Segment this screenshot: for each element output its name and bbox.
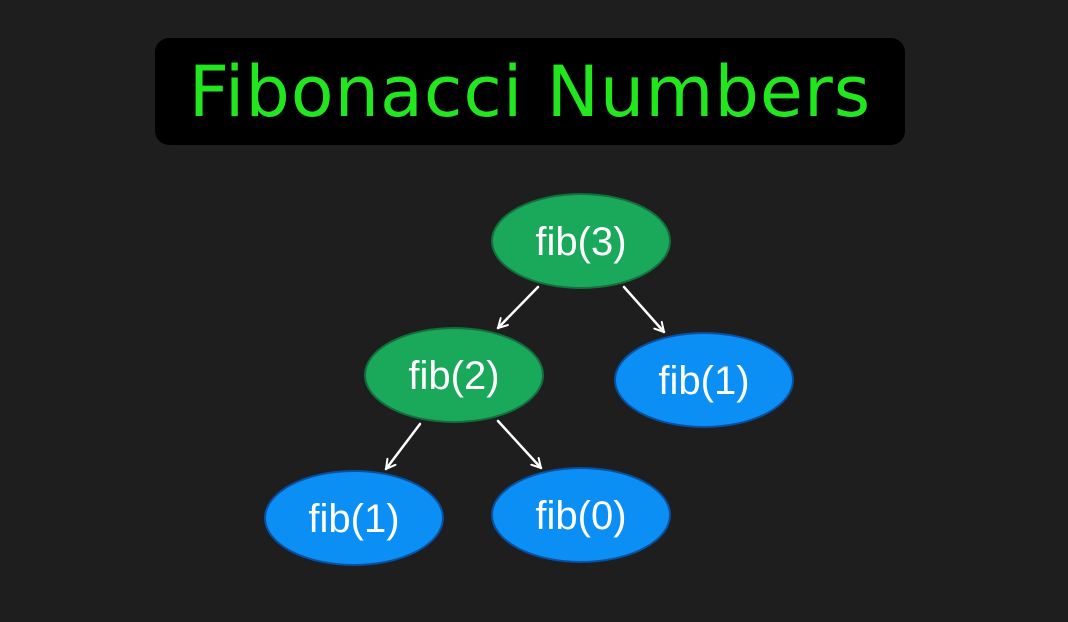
tree-node-fib3: fib(3) bbox=[491, 193, 671, 289]
node-label: fib(0) bbox=[535, 494, 626, 538]
edge-fib3-to-fib1 bbox=[622, 285, 666, 334]
node-label: fib(3) bbox=[535, 220, 626, 264]
edge-fib3-to-fib2 bbox=[496, 285, 540, 330]
edge-fib2-to-fib0 bbox=[496, 419, 543, 470]
tree-edges bbox=[384, 285, 666, 471]
node-label: fib(1) bbox=[308, 497, 399, 541]
edge-fib2-to-fib1 bbox=[384, 422, 422, 471]
tree-node-fib2: fib(2) bbox=[364, 327, 544, 423]
tree-node-fib1-left: fib(1) bbox=[264, 470, 444, 566]
node-label: fib(1) bbox=[658, 359, 749, 403]
tree-node-fib0: fib(0) bbox=[491, 467, 671, 563]
node-label: fib(2) bbox=[408, 354, 499, 398]
page-title: Fibonacci Numbers bbox=[188, 50, 872, 133]
title-banner: Fibonacci Numbers bbox=[155, 38, 905, 145]
tree-node-fib1-right: fib(1) bbox=[614, 332, 794, 428]
